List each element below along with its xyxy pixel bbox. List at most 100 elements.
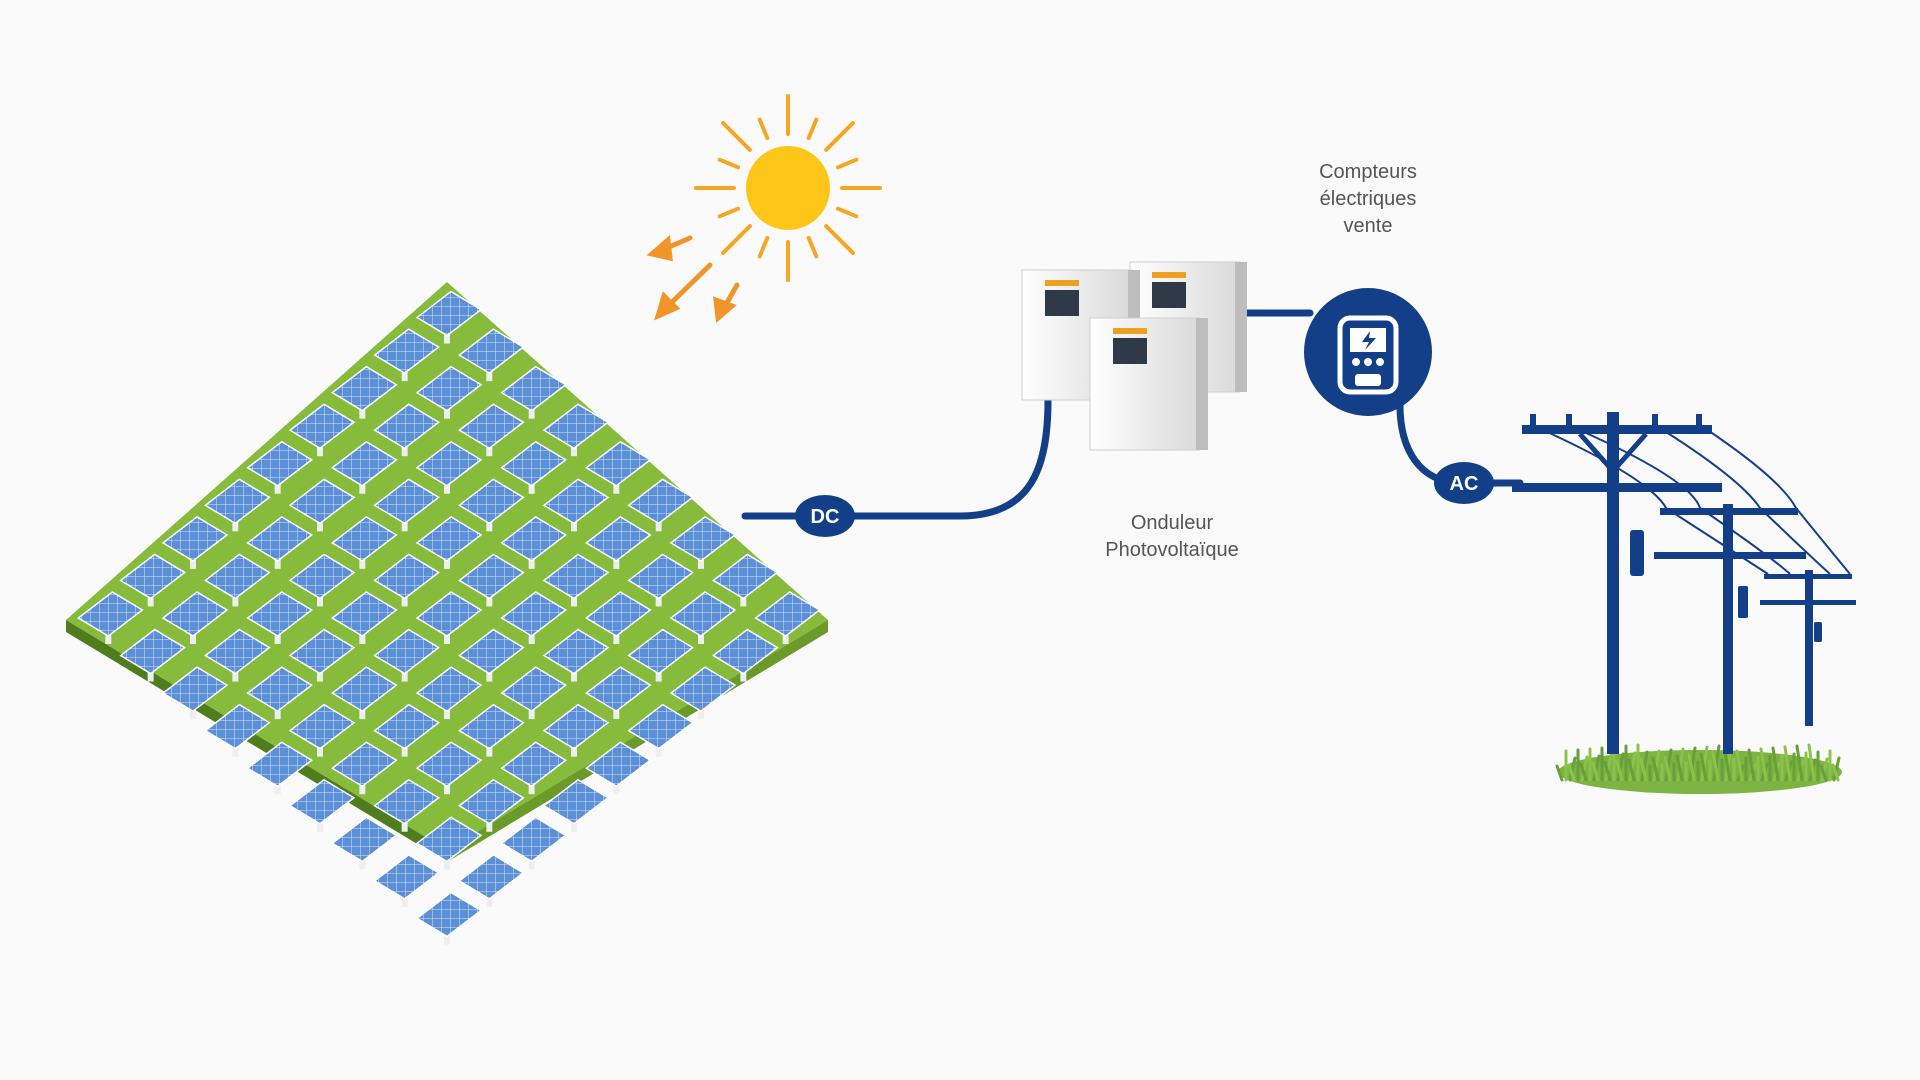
grass-blade (1759, 747, 1768, 782)
grass-blade (1651, 756, 1660, 782)
grass-blade (1628, 751, 1637, 782)
sun-ray (806, 117, 819, 141)
sun-ray (835, 157, 859, 170)
solar-panel (585, 591, 652, 637)
grass-blade (1604, 753, 1613, 782)
ac-label: AC (1450, 473, 1479, 495)
solar-panel (669, 591, 737, 637)
solar-panel (415, 666, 483, 713)
solar-panel-field-icon (66, 282, 828, 945)
solar-panel (585, 440, 652, 487)
solar-panel (627, 628, 694, 675)
meter-label-line: vente (1343, 215, 1393, 237)
solar-panel (500, 440, 567, 487)
solar-panel (288, 628, 356, 675)
solar-panel (204, 478, 271, 525)
grass-blade (1795, 744, 1804, 782)
dc-cable (741, 396, 1052, 520)
solar-panel (331, 591, 398, 637)
grass-blade (1711, 751, 1720, 782)
sun-ray (720, 120, 752, 152)
solar-panel (415, 290, 483, 337)
grass-blade (1592, 754, 1601, 782)
grass-blade (1555, 764, 1564, 782)
solar-panel (373, 703, 440, 750)
solar-panel (373, 403, 440, 450)
solar-panel (500, 365, 567, 412)
solar-panel (542, 478, 610, 525)
solar-panel (373, 553, 440, 600)
grass-blade (1591, 761, 1600, 782)
solar-panel (288, 703, 356, 750)
solar-panel (246, 440, 313, 487)
electric-meter-icon (1304, 288, 1432, 416)
sun-ray (717, 157, 741, 170)
solar-panel (373, 853, 440, 900)
grass-blade (1567, 763, 1576, 782)
solar-panel (373, 628, 440, 675)
dc-label: DC (811, 506, 840, 528)
solar-panel (458, 478, 525, 525)
grass-blade (1675, 754, 1684, 782)
sun-ray (717, 206, 741, 219)
grass-blade (1652, 749, 1661, 782)
solar-panel (288, 403, 356, 450)
solar-panel (331, 816, 398, 863)
power-pole-small (1760, 570, 1856, 726)
inverter-unit (1089, 317, 1208, 451)
inverter-label: Onduleur Photovoltaïque (1052, 510, 1292, 564)
ac-badge: AC (1434, 462, 1494, 504)
solar-panel (542, 628, 610, 675)
solar-panel (712, 628, 779, 675)
sun-ray (824, 120, 856, 152)
solar-panel (669, 515, 737, 562)
solar-panel (161, 515, 229, 562)
grass-blade (1700, 745, 1709, 782)
solar-panel (161, 591, 229, 637)
grass-blade (1688, 746, 1697, 782)
solar-panel (669, 666, 737, 713)
grass-blade (1747, 748, 1756, 782)
grass-blade (1616, 752, 1625, 782)
solar-panel (542, 703, 610, 750)
solar-panel (415, 591, 483, 637)
solar-panel (161, 666, 229, 713)
solar-panel (542, 553, 610, 600)
solar-panel (458, 328, 525, 375)
grass-blade (1640, 750, 1649, 782)
grass-blade (1832, 756, 1841, 782)
solar-panel (204, 703, 271, 750)
solar-panel (204, 628, 271, 675)
grass-blade (1819, 764, 1828, 782)
meter-label-line: Compteurs (1319, 161, 1417, 183)
grass-blade (1627, 758, 1636, 782)
solar-panel (458, 778, 525, 825)
grass-blade (1676, 747, 1685, 782)
solar-panel (415, 741, 483, 788)
solar-panel (415, 816, 483, 863)
sun-ray (806, 235, 819, 259)
solar-panel (373, 328, 440, 375)
solar-panel (415, 515, 483, 562)
power-pole-icon (1512, 412, 1856, 754)
solar-panel (331, 515, 398, 562)
power-pole-large (1512, 412, 1722, 754)
grass-blade (1771, 746, 1780, 782)
solar-panel (500, 591, 567, 637)
solar-panel (331, 440, 398, 487)
solar-panel (373, 778, 440, 825)
grass-blade (1664, 748, 1673, 782)
grass-blade (1723, 750, 1732, 782)
solar-panel (119, 553, 186, 600)
solar-panel (500, 816, 567, 863)
solar-panel (331, 741, 398, 788)
grass-blade (1580, 755, 1589, 782)
solar-panel (754, 591, 821, 637)
grass-blade (1579, 762, 1588, 782)
inverter-label-line: Onduleur (1130, 512, 1214, 534)
sun-icon (694, 94, 882, 282)
meter-label-line: électriques (1319, 188, 1417, 210)
solar-panel (288, 778, 356, 825)
